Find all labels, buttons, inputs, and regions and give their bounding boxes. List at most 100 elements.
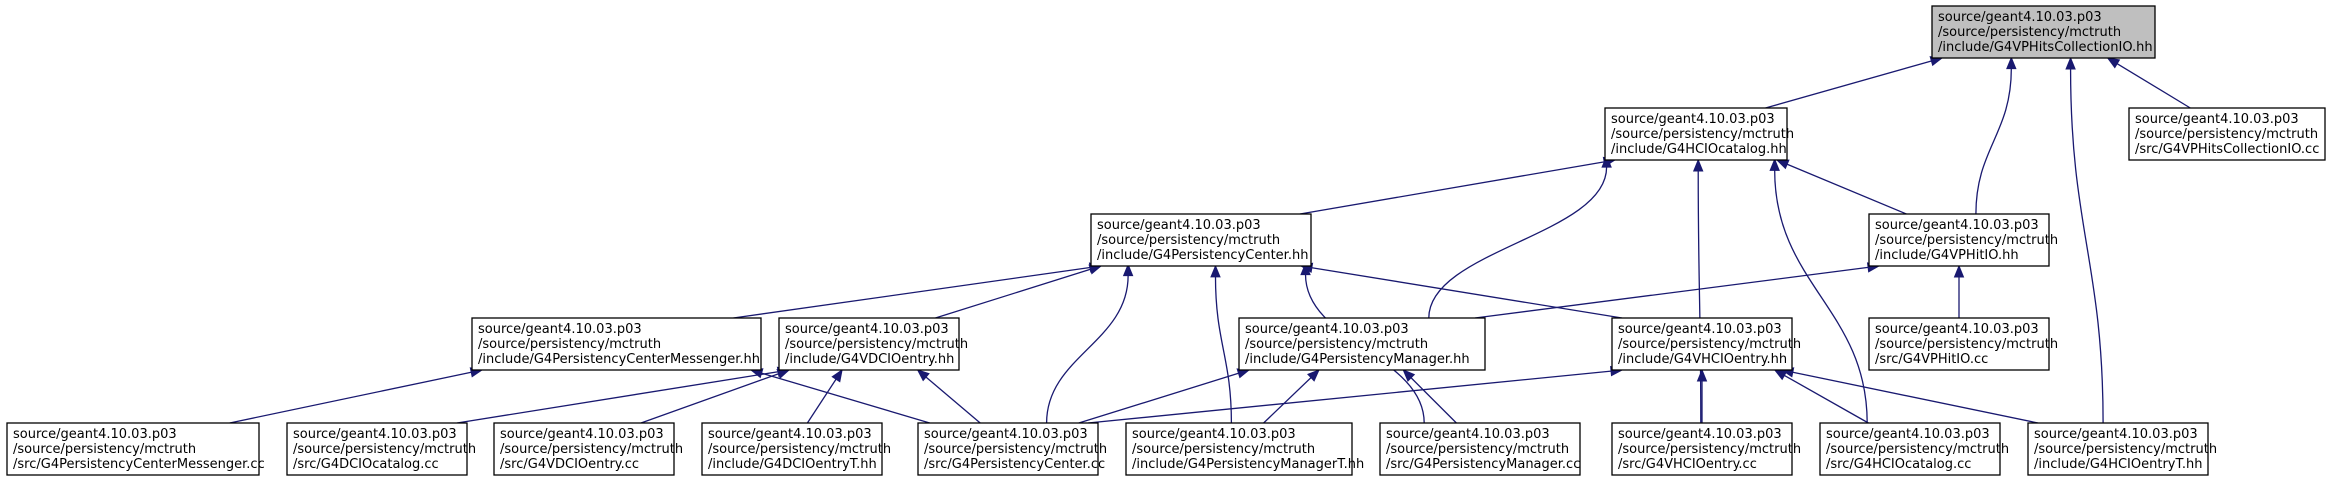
node-label-line: source/geant4.10.03.p03 xyxy=(478,322,642,337)
file-node-vdcio-cc[interactable]: source/geant4.10.03.p03/source/persisten… xyxy=(493,422,683,476)
node-label-line: /source/persistency/mctruth xyxy=(1245,337,1428,352)
node-box xyxy=(6,422,260,476)
node-label-line: /include/G4VHCIOentry.hh xyxy=(1618,352,1787,367)
node-label-line: source/geant4.10.03.p03 xyxy=(2034,427,2198,442)
node-label-line: /source/persistency/mctruth xyxy=(2034,442,2217,457)
node-label-line: /src/G4VPHitsCollectionIO.cc xyxy=(2135,142,2319,157)
edge-line xyxy=(1792,371,2039,424)
node-box xyxy=(1611,317,1793,371)
node-label-line: /source/persistency/mctruth xyxy=(1097,233,1280,248)
edge-line xyxy=(1045,275,1129,424)
edge-arrowhead xyxy=(2065,56,2076,70)
edge-arrowhead xyxy=(1122,263,1134,277)
edge-line xyxy=(1474,266,1869,319)
edge-line xyxy=(1774,170,1868,424)
node-label-line: source/geant4.10.03.p03 xyxy=(500,427,664,442)
edge-line xyxy=(925,376,981,424)
file-node-pmanager-cc[interactable]: source/geant4.10.03.p03/source/persisten… xyxy=(1379,422,1581,476)
node-label-line: /source/persistency/mctruth xyxy=(2135,127,2318,142)
node-label-line: source/geant4.10.03.p03 xyxy=(1611,112,1775,127)
file-node-hcio-cat-cc[interactable]: source/geant4.10.03.p03/source/persisten… xyxy=(1819,422,2009,476)
file-node-pcenter-cc[interactable]: source/geant4.10.03.p03/source/persisten… xyxy=(917,422,1107,476)
edge-arrowhead xyxy=(1601,154,1612,168)
node-label-line: /src/G4DCIOcatalog.cc xyxy=(293,457,439,472)
node-label-line: /include/G4PersistencyManagerT.hh xyxy=(1132,457,1364,472)
edge-arrowhead xyxy=(1692,158,1704,172)
edge-phitio-hh-to-root xyxy=(1975,56,2017,215)
node-box xyxy=(1125,422,1353,476)
node-label-line: /source/persistency/mctruth xyxy=(1826,442,2009,457)
edge-arrowhead xyxy=(1696,368,1708,382)
edge-pmanager-hh-to-hcio-cat xyxy=(1428,154,1612,319)
node-box xyxy=(1379,422,1581,476)
node-label-line: /source/persistency/mctruth xyxy=(1132,442,1315,457)
edge-dcioT-hh-to-vdcio-hh xyxy=(806,368,843,424)
edge-line xyxy=(640,373,779,424)
file-node-dcioT-hh[interactable]: source/geant4.10.03.p03/source/persisten… xyxy=(701,422,891,476)
file-node-phitio-hh[interactable]: source/geant4.10.03.p03/source/persisten… xyxy=(1868,213,2058,267)
node-box xyxy=(1868,317,2050,371)
node-label-line: /source/persistency/mctruth xyxy=(500,442,683,457)
node-label-line: source/geant4.10.03.p03 xyxy=(1386,427,1550,442)
file-node-vhcio-cc[interactable]: source/geant4.10.03.p03/source/persisten… xyxy=(1611,422,1801,476)
file-node-phitio-cc[interactable]: source/geant4.10.03.p03/source/persisten… xyxy=(1868,317,2058,371)
file-node-messenger-hh[interactable]: source/geant4.10.03.p03/source/persisten… xyxy=(471,317,762,371)
node-label-line: source/geant4.10.03.p03 xyxy=(708,427,872,442)
edge-line xyxy=(733,266,1091,319)
node-label-line: source/geant4.10.03.p03 xyxy=(1618,322,1782,337)
node-label-line: source/geant4.10.03.p03 xyxy=(1875,322,2039,337)
edge-arrowhead xyxy=(1775,159,1790,170)
file-node-pmanager-hh[interactable]: source/geant4.10.03.p03/source/persisten… xyxy=(1238,317,1486,371)
node-label-line: /source/persistency/mctruth xyxy=(1618,442,1801,457)
node-label-line: /include/G4DCIOentryT.hh xyxy=(708,457,877,472)
file-node-pmanagerT-hh[interactable]: source/geant4.10.03.p03/source/persisten… xyxy=(1125,422,1364,476)
edge-line xyxy=(1299,161,1605,215)
node-box xyxy=(1819,422,2001,476)
edge-line xyxy=(2069,68,2104,424)
node-label-line: source/geant4.10.03.p03 xyxy=(1618,427,1782,442)
file-node-vhcio-hh[interactable]: source/geant4.10.03.p03/source/persisten… xyxy=(1611,317,1801,371)
node-box xyxy=(917,422,1099,476)
edge-line xyxy=(1975,68,2012,215)
edge-arrowhead xyxy=(1773,369,1788,381)
dependency-edges xyxy=(229,56,2191,424)
node-box xyxy=(1611,422,1793,476)
node-box xyxy=(1604,107,1788,161)
node-label-line: /source/persistency/mctruth xyxy=(1618,337,1801,352)
node-label-line: source/geant4.10.03.p03 xyxy=(1826,427,1990,442)
edge-pmanagerT-hh-to-pmanager-hh xyxy=(1263,369,1320,424)
node-box xyxy=(286,422,468,476)
edge-messenger-hh-to-pcenter-hh xyxy=(733,262,1103,319)
node-label-line: /include/G4PersistencyCenterMessenger.hh xyxy=(478,352,760,367)
file-node-hcio-cat[interactable]: source/geant4.10.03.p03/source/persisten… xyxy=(1604,107,1794,161)
edge-line xyxy=(1697,170,1702,424)
node-label-line: /src/G4PersistencyCenterMessenger.cc xyxy=(13,457,265,472)
node-label-line: /source/persistency/mctruth xyxy=(478,337,661,352)
node-label-line: source/geant4.10.03.p03 xyxy=(293,427,457,442)
node-label-line: /source/persistency/mctruth xyxy=(293,442,476,457)
edge-dcio-cat-cc-to-vdcio-hh xyxy=(456,366,791,424)
edge-line xyxy=(761,372,930,424)
file-node-hcioT-hh[interactable]: source/geant4.10.03.p03/source/persisten… xyxy=(2027,422,2217,476)
file-nodes: source/geant4.10.03.p03/source/persisten… xyxy=(6,5,2326,476)
node-label-line: /src/G4VHCIOentry.cc xyxy=(1618,457,1757,472)
edge-hcio-cat-cc-to-hcio-cat xyxy=(1769,158,1868,424)
node-label-line: source/geant4.10.03.p03 xyxy=(924,427,1088,442)
edge-line xyxy=(1078,372,1239,424)
edge-line xyxy=(1786,163,1907,215)
file-node-phcio-cc[interactable]: source/geant4.10.03.p03/source/persisten… xyxy=(2128,107,2326,161)
edge-line xyxy=(1087,370,1612,424)
node-label-line: /source/persistency/mctruth xyxy=(1938,25,2121,40)
edge-arrowhead xyxy=(2106,57,2121,69)
file-node-pcenter-hh[interactable]: source/geant4.10.03.p03/source/persisten… xyxy=(1090,213,1312,267)
node-label-line: source/geant4.10.03.p03 xyxy=(1938,10,2102,25)
node-label-line: /include/G4VPHitsCollectionIO.hh xyxy=(1938,40,2153,55)
file-node-messenger-cc[interactable]: source/geant4.10.03.p03/source/persisten… xyxy=(6,422,265,476)
node-box xyxy=(778,317,960,371)
node-label-line: /include/G4PersistencyCenter.hh xyxy=(1097,248,1308,263)
file-node-dcio-cat-cc[interactable]: source/geant4.10.03.p03/source/persisten… xyxy=(286,422,476,476)
edge-vdcio-hh-to-pcenter-hh xyxy=(935,264,1103,319)
edge-arrowhead xyxy=(1953,264,1965,278)
file-node-vdcio-hh[interactable]: source/geant4.10.03.p03/source/persisten… xyxy=(778,317,968,371)
